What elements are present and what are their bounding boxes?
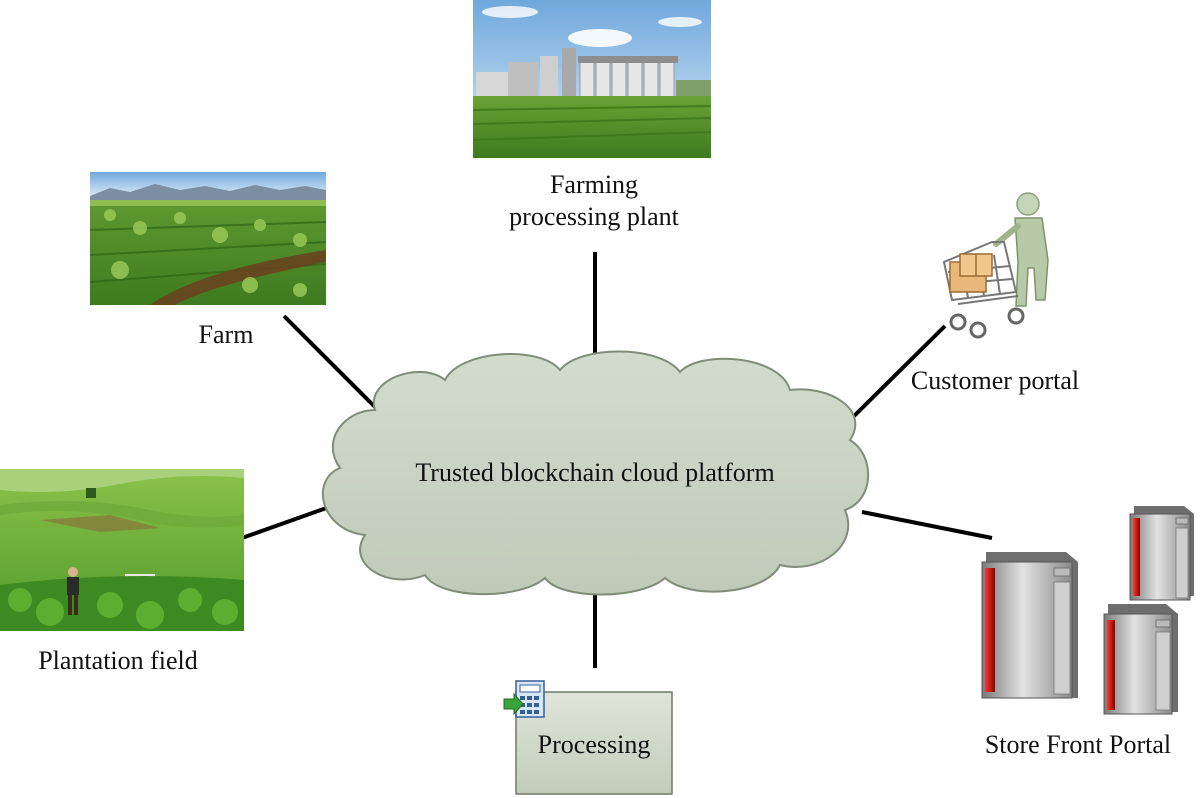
plant-label-line1: Farming [549, 170, 639, 199]
processing-plant-photo [472, 0, 712, 158]
connector-farm [282, 314, 378, 410]
farmer-figure [67, 567, 79, 615]
farm-photo [89, 172, 327, 305]
connector-customer [848, 324, 947, 422]
cloud-label: Trusted blockchain cloud platform [415, 458, 775, 487]
connector-store [861, 510, 993, 540]
processing-label: Processing [537, 730, 651, 759]
cloud-shape [321, 350, 870, 596]
plant-label-line2: processing plant [509, 202, 679, 231]
server-large [981, 552, 1078, 699]
customer-label: Customer portal [910, 366, 1080, 395]
plantation-label: Plantation field [38, 646, 198, 675]
shopping-cart-person-icon [942, 192, 1049, 339]
server-front [1103, 604, 1178, 715]
farm-label: Farm [198, 320, 254, 349]
store-label: Store Front Portal [984, 730, 1172, 759]
connector-plantation [241, 504, 333, 540]
server-back [1129, 506, 1194, 601]
calculator-icon [503, 680, 545, 718]
server-rack-icon [981, 506, 1194, 715]
plantation-photo [0, 469, 244, 631]
